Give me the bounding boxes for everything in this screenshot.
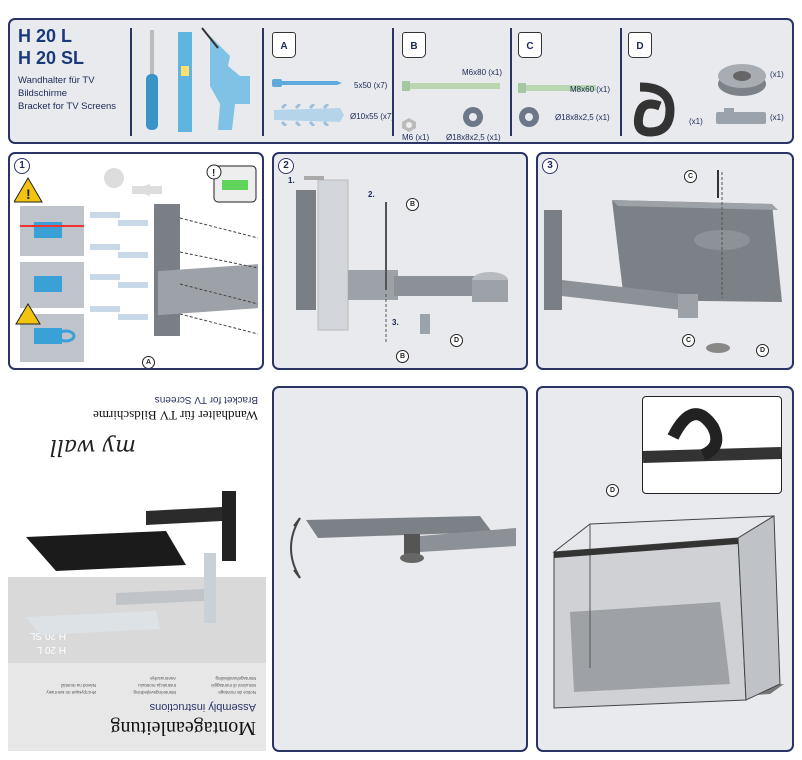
divider — [262, 28, 264, 136]
lang-line: Notice de montage — [218, 690, 256, 695]
cover-title: Montageanleitung — [110, 717, 256, 739]
washer-icon — [463, 107, 483, 127]
lang-line: Instrukcja montażu — [138, 683, 176, 688]
d-strap-label: (x1) — [689, 117, 703, 126]
cover-page-rotated: Montageanleitung Assembly instructions N… — [8, 386, 266, 751]
cover-footer: Wandhalter für TV Bildschirme Bracket fo… — [8, 386, 266, 423]
parts-panel: H 20 L H 20 SL Wandhalter für TV Bildsch… — [8, 18, 794, 144]
callout-d: D — [450, 334, 463, 347]
divider — [392, 28, 394, 136]
brand-logo: my wall — [49, 434, 136, 459]
cover-model-1: H 20 L — [36, 644, 66, 655]
d-clip-label: (x1) — [770, 113, 784, 122]
strap-buckle-icon — [643, 408, 781, 463]
svg-text:!: ! — [26, 186, 31, 202]
callout-d: D — [756, 344, 769, 357]
step-1-panel: 1 ! ! A — [8, 152, 264, 370]
wall-dowel-icon — [274, 104, 344, 126]
subtitle-de-2: Bildschirme — [18, 88, 68, 99]
model-title-1: H 20 L — [18, 26, 73, 46]
cover-header: Montageanleitung Assembly instructions N… — [8, 663, 266, 751]
callout-b: B — [396, 350, 409, 363]
step-number: 2 — [278, 158, 294, 174]
lang-line: Monteringsvejledning — [133, 690, 176, 695]
step-5-panel: D — [536, 386, 794, 752]
bracket-arm-illustration — [296, 176, 508, 342]
washer-icon — [519, 107, 539, 127]
callout-c: C — [684, 170, 697, 183]
clip-icon — [716, 108, 766, 124]
packed-box-illustration — [552, 515, 784, 709]
bag-b-icon: B — [402, 32, 426, 58]
step-2-sub-3: 3. — [392, 318, 399, 327]
nut-icon — [402, 118, 416, 132]
callout-d: D — [606, 484, 619, 497]
lang-line: Istruzioni di montaggio — [210, 683, 256, 688]
lang-line: Asennusohje — [149, 676, 176, 681]
cover-footer-title: Wandhalter für TV Bildschirme — [93, 408, 258, 423]
lang-line: Návod na montáž — [60, 683, 96, 688]
step-2-panel: 2 1. 2. 3. B B D — [272, 152, 528, 370]
b-nut-label: M6 (x1) — [402, 133, 430, 142]
step-2-sub-2: 2. — [368, 190, 375, 199]
lang-line: Инструкция по монтажу — [46, 690, 96, 695]
subtitle-en: Bracket for TV Screens — [18, 101, 117, 112]
tv-plate-illustration — [544, 170, 782, 353]
callout-c: C — [682, 334, 695, 347]
bag-a-icon: A — [272, 32, 296, 58]
hex-bolt-icon — [402, 81, 500, 91]
a-screw-label: 5x50 (x7) — [354, 81, 388, 90]
strap-detail-inset — [642, 396, 782, 494]
divider — [130, 28, 132, 136]
knob-icon — [718, 64, 766, 96]
hex-bolt-icon — [518, 83, 596, 93]
a-dowel-label: Ø10x55 (x7) — [350, 112, 395, 121]
bag-d-icon: D — [628, 32, 652, 58]
cover-product-illustration — [26, 491, 236, 635]
cover-title-en: Assembly instructions — [149, 701, 256, 713]
level-check-icon: ! — [206, 164, 257, 203]
divider — [510, 28, 512, 136]
c-bolt-label: M8x60 (x1) — [570, 85, 611, 94]
step-2-sub-1: 1. — [288, 176, 295, 185]
wall-mount-illustration — [90, 168, 259, 336]
step-number: 3 — [542, 158, 558, 174]
b-washer-label: Ø18x8x2,5 (x1) — [446, 133, 501, 142]
callout-a: A — [142, 356, 155, 368]
subtitle-de-1: Wandhalter für TV — [18, 75, 95, 86]
tools-illustration — [146, 27, 250, 132]
b-bolt-label: M6x80 (x1) — [462, 68, 503, 77]
wood-screw-icon — [272, 79, 342, 87]
step-3-panel: 3 C C D — [536, 152, 794, 370]
lang-line: Montagehandleiding — [215, 676, 256, 681]
tilt-plate-illustration — [290, 516, 516, 579]
c-washer-label: Ø18x8x2,5 (x1) — [555, 113, 610, 122]
cover-footer-sub: Bracket for TV Screens — [154, 394, 258, 405]
bag-c-icon: C — [518, 32, 542, 58]
d-knob-label: (x1) — [770, 70, 784, 79]
step-4-panel — [272, 386, 528, 752]
svg-text:!: ! — [212, 168, 215, 179]
divider — [620, 28, 622, 136]
model-title-2: H 20 SL — [18, 48, 85, 68]
callout-b: B — [406, 198, 419, 211]
drill-warning-illustration: ! — [14, 177, 84, 362]
step-number: 1 — [14, 158, 30, 174]
strap-icon — [633, 82, 675, 137]
